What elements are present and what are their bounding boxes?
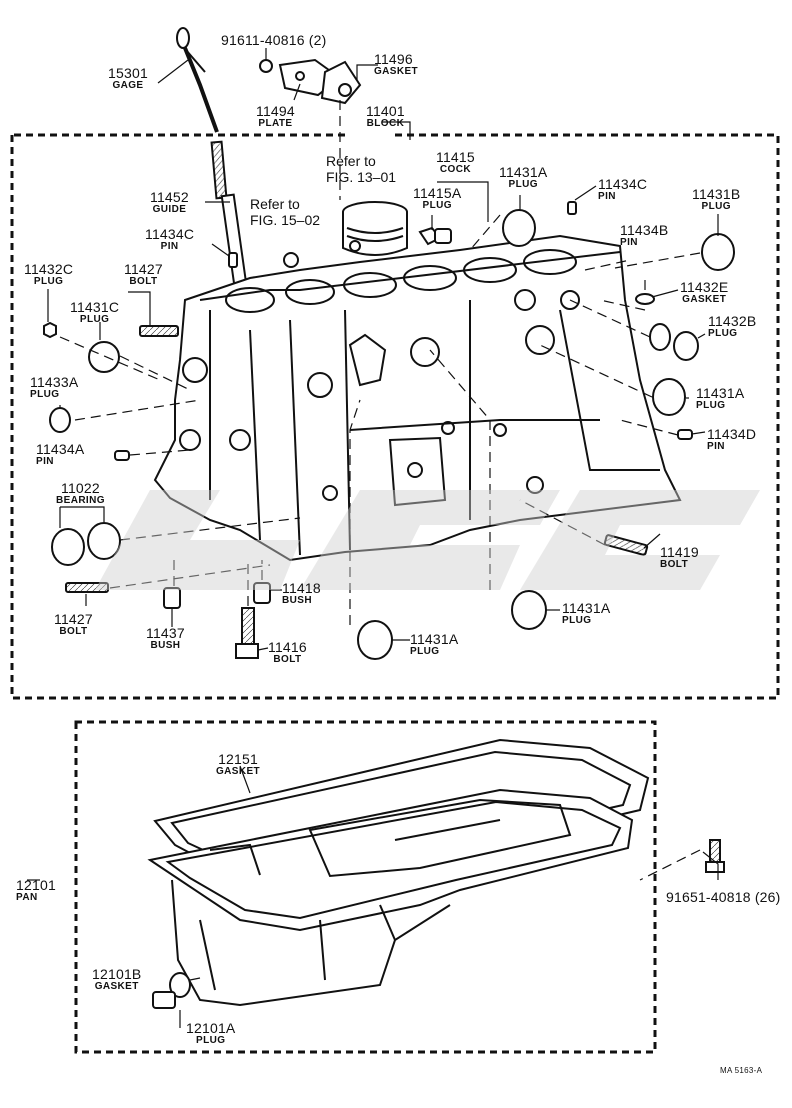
block-group-frame [10,133,780,700]
plate-gasket-part [259,58,362,105]
small-parts [43,201,735,660]
catalog-code: MA 5163-A [720,1066,763,1075]
label-91651: 91651-40818 (26) [666,889,781,905]
leader-lines [27,48,719,1028]
piston-reference [342,201,408,256]
oil-pan [147,738,725,1009]
cylinder-block [153,234,682,562]
pan-group-frame [74,720,657,1054]
watermark-graphic [95,490,760,590]
label-91611: 91611-40816 (2) [221,32,327,48]
dashed-leaders [59,100,701,881]
